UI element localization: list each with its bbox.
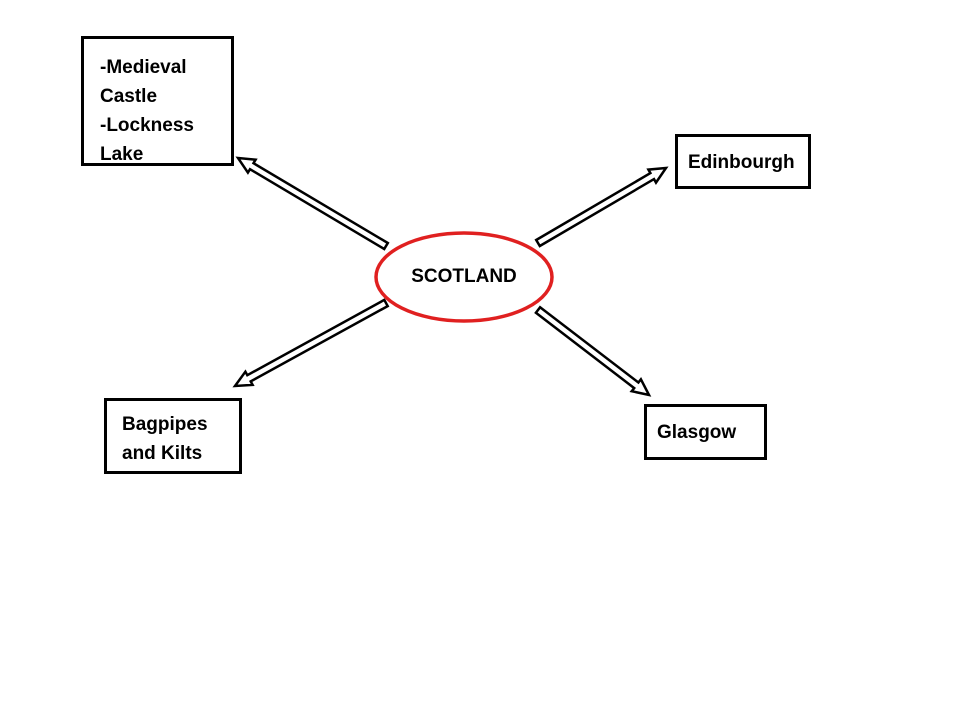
center-ellipse [374,231,554,323]
edinburgh-label: Edinbourgh [688,152,795,173]
arrow-to-bagpipes [232,298,390,388]
center-label: SCOTLAND [411,266,517,287]
bagpipes-line-1: Bagpipes [122,414,208,435]
bagpipes-line-2: and Kilts [122,443,203,464]
arrows-layer [232,156,669,397]
glasgow-box: Glasgow [644,404,767,460]
attractions-line-3: -Lockness [100,115,194,136]
attractions-box: -Medieval Castle -Lockness Lake [81,36,234,166]
arrow-to-attractions [235,156,390,251]
edinburgh-box: Edinbourgh [675,134,811,189]
glasgow-label: Glasgow [657,422,737,443]
arrow-to-edinburgh [534,166,669,248]
bagpipes-box: Bagpipes and Kilts [104,398,242,474]
attractions-line-4: Lake [100,144,144,165]
arrow-to-glasgow [534,305,652,397]
attractions-line-1: -Medieval [100,57,187,78]
attractions-line-2: Castle [100,86,158,107]
